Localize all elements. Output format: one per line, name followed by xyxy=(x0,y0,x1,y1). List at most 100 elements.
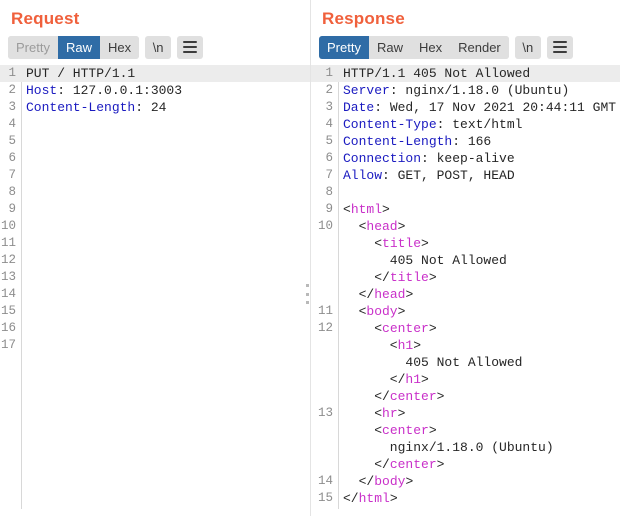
response-newline-toggle-button[interactable]: \n xyxy=(514,35,541,59)
code-line: 5 Content-Length: 166 xyxy=(311,133,620,150)
line-number: 4 xyxy=(8,117,16,131)
line-text xyxy=(21,337,310,354)
view-tab-raw[interactable]: Raw xyxy=(57,35,100,59)
token-plain: : keep-alive xyxy=(421,151,515,166)
request-gutter-divider xyxy=(21,65,22,509)
line-number: 5 xyxy=(325,134,333,148)
token-tag: center xyxy=(389,389,437,404)
line-number: 14 xyxy=(317,474,333,488)
token-hdr-name: Content-Length xyxy=(343,134,453,149)
token-plain: < xyxy=(343,423,383,438)
line-text: </html> xyxy=(338,490,620,507)
line-text: PUT / HTTP/1.1 xyxy=(21,65,310,82)
code-line: 13 <hr> xyxy=(311,405,620,422)
token-plain: </ xyxy=(343,372,406,387)
view-tab-pretty[interactable]: Pretty xyxy=(8,35,58,59)
token-hdr-name: Content-Type xyxy=(343,117,437,132)
token-plain: : 166 xyxy=(452,134,492,149)
token-tag: html xyxy=(350,202,383,217)
code-line: 11 xyxy=(0,235,310,252)
code-line: <h1> xyxy=(311,337,620,354)
code-line: 9<html> xyxy=(311,201,620,218)
request-menu-button[interactable] xyxy=(177,35,204,59)
line-number: 11 xyxy=(0,236,16,250)
line-text: </center> xyxy=(338,456,620,473)
token-hdr-name: Connection xyxy=(343,151,422,166)
view-tab-pretty[interactable]: Pretty xyxy=(319,35,369,59)
token-plain: > xyxy=(413,338,422,353)
line-text: Server: nginx/1.18.0 (Ubuntu) xyxy=(338,82,620,99)
line-number: 3 xyxy=(8,100,16,114)
code-line: <title> xyxy=(311,235,620,252)
code-line: 7 xyxy=(0,167,310,184)
token-plain: : Wed, 17 Nov 2021 20:44:11 GMT xyxy=(374,100,617,115)
view-tab-raw[interactable]: Raw xyxy=(368,35,411,59)
line-number: 7 xyxy=(325,168,333,182)
token-plain: > xyxy=(405,287,414,302)
token-plain: 405 Not Allowed xyxy=(343,355,523,370)
token-tag: title xyxy=(382,236,422,251)
line-number: 16 xyxy=(0,321,16,335)
token-plain: </ xyxy=(343,389,390,404)
line-text: 405 Not Allowed xyxy=(338,354,620,371)
request-panel-title: Request xyxy=(11,9,80,28)
line-number: 10 xyxy=(0,219,16,233)
token-tag: title xyxy=(389,270,429,285)
token-plain: 405 Not Allowed xyxy=(343,253,507,268)
code-line: 12 <center> xyxy=(311,320,620,337)
line-number: 6 xyxy=(8,151,16,165)
line-text xyxy=(21,201,310,218)
line-text: Content-Length: 24 xyxy=(21,99,310,116)
view-tab-render[interactable]: Render xyxy=(450,35,509,59)
line-number: 8 xyxy=(325,185,333,199)
line-text: </center> xyxy=(338,388,620,405)
token-plain: > xyxy=(428,321,437,336)
token-plain: </ xyxy=(343,491,359,506)
line-text xyxy=(21,303,310,320)
line-text xyxy=(338,184,620,201)
response-menu-button[interactable] xyxy=(546,35,573,59)
token-plain: : text/html xyxy=(436,117,523,132)
token-plain: > xyxy=(436,389,445,404)
line-number: 12 xyxy=(0,253,16,267)
code-line: 8 xyxy=(311,184,620,201)
line-text: </title> xyxy=(338,269,620,286)
token-tag: center xyxy=(382,321,429,336)
code-line: 14 </body> xyxy=(311,473,620,490)
line-number: 5 xyxy=(8,134,16,148)
line-number: 8 xyxy=(8,185,16,199)
token-tag: head xyxy=(374,287,406,302)
token-hdr-name: Host xyxy=(26,83,58,98)
code-line: 6 xyxy=(0,150,310,167)
panel-resize-handle[interactable] xyxy=(304,284,311,304)
line-text: Content-Length: 166 xyxy=(338,133,620,150)
line-text: </head> xyxy=(338,286,620,303)
request-newline-toggle-button[interactable]: \n xyxy=(145,35,172,59)
code-line: 8 xyxy=(0,184,310,201)
view-tab-hex[interactable]: Hex xyxy=(410,35,451,59)
code-line: <center> xyxy=(311,422,620,439)
line-text xyxy=(21,286,310,303)
token-plain: < xyxy=(343,338,398,353)
token-plain: > xyxy=(428,423,437,438)
line-text xyxy=(21,320,310,337)
line-text xyxy=(21,133,310,150)
token-plain: > xyxy=(397,304,406,319)
token-tag: center xyxy=(382,423,429,438)
line-text: nginx/1.18.0 (Ubuntu) xyxy=(338,439,620,456)
view-tab-hex[interactable]: Hex xyxy=(99,35,140,59)
token-plain: : 127.0.0.1:3003 xyxy=(57,83,183,98)
